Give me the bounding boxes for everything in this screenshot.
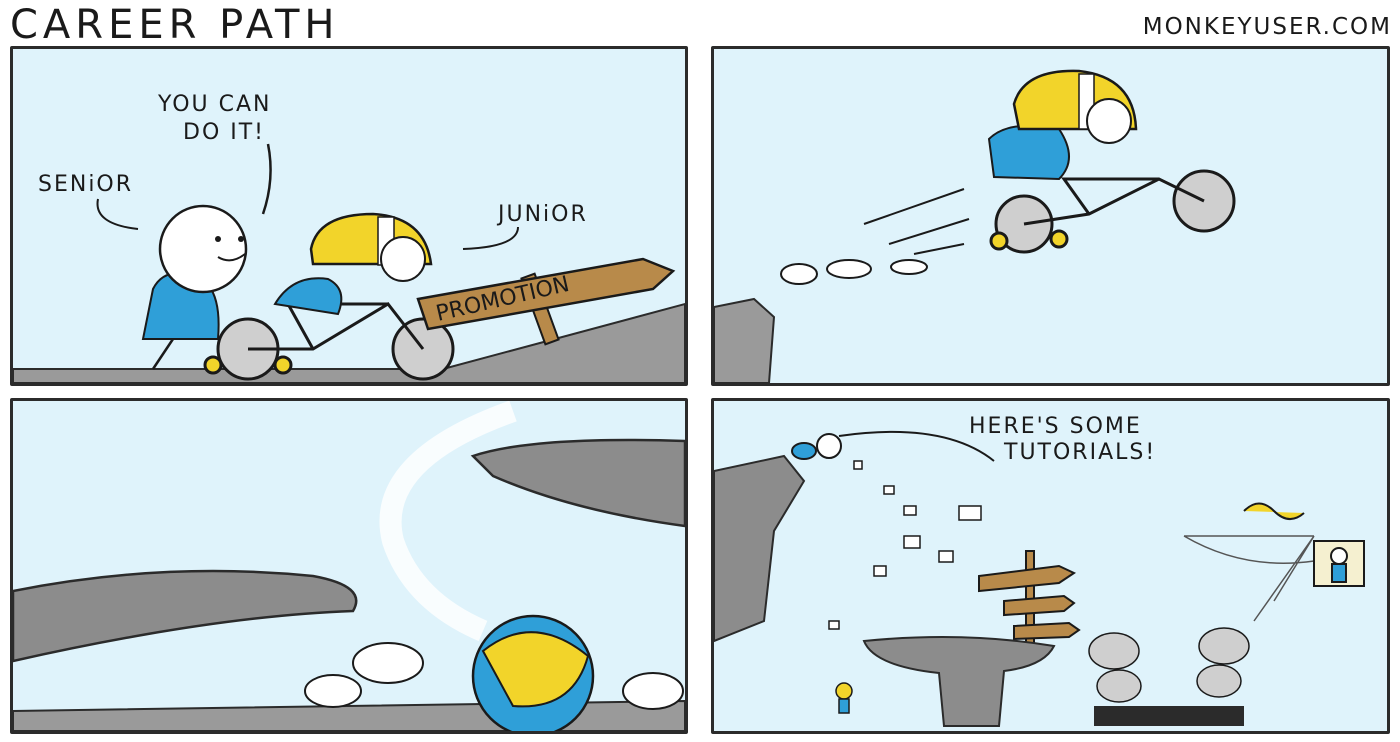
panel-4: HERE'S SOME TUTORIALS! bbox=[711, 398, 1390, 734]
crashed-helmet bbox=[471, 614, 595, 731]
caged-person bbox=[1313, 540, 1365, 587]
speech-tail bbox=[838, 430, 995, 462]
snake bbox=[1243, 502, 1305, 520]
small-person bbox=[835, 682, 853, 714]
falling-papers bbox=[828, 460, 982, 630]
junior-character bbox=[273, 212, 433, 316]
smoke-plumes bbox=[1088, 627, 1250, 703]
speed-lines bbox=[863, 188, 970, 255]
site-url: MONKEYUSER.COM bbox=[1142, 14, 1392, 40]
senior-on-cliff bbox=[791, 433, 842, 460]
arrow-senior bbox=[96, 198, 139, 230]
rock-pillar bbox=[862, 636, 1056, 727]
ground-slope bbox=[13, 302, 685, 383]
panel-1: YOU CAN DO IT! SENiOR JUNiOR bbox=[10, 46, 688, 386]
speech-tail bbox=[261, 143, 272, 215]
dust-cloud bbox=[780, 259, 928, 285]
right-rock-ledge bbox=[470, 438, 685, 528]
speech-line-2: TUTORIALS! bbox=[1003, 440, 1156, 465]
cliff-left bbox=[714, 454, 806, 643]
speech-line-1: HERE'S SOME bbox=[969, 414, 1142, 439]
arrow-junior bbox=[462, 226, 519, 250]
senior-character bbox=[141, 204, 248, 370]
spider-web bbox=[1183, 535, 1315, 622]
panel-3 bbox=[10, 398, 688, 734]
crash-clouds bbox=[304, 642, 684, 710]
flying-bike bbox=[989, 169, 1236, 254]
label-junior: JUNiOR bbox=[496, 202, 588, 227]
speech-line-1: YOU CAN bbox=[157, 92, 272, 117]
training-bike bbox=[203, 302, 455, 381]
panel-2 bbox=[711, 46, 1390, 386]
left-rock-ledge bbox=[13, 569, 358, 663]
fire-pit bbox=[1094, 706, 1244, 726]
signpost bbox=[978, 550, 1081, 662]
cliff-edge bbox=[714, 297, 776, 383]
label-senior: SENiOR bbox=[38, 172, 133, 197]
fall-trail bbox=[379, 401, 517, 642]
flying-junior bbox=[987, 69, 1138, 181]
speech-line-2: DO IT! bbox=[183, 120, 265, 145]
comic-title: CAREER PATH bbox=[10, 2, 340, 48]
